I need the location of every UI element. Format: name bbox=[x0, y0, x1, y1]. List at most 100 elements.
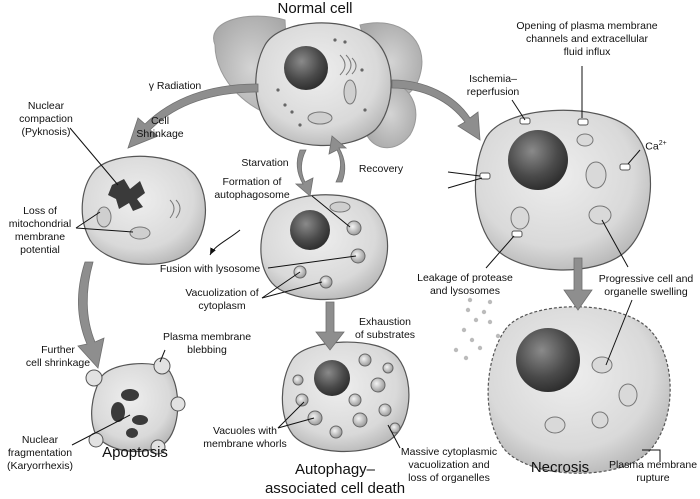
label-further-shrinkage-line1: Further bbox=[41, 344, 75, 356]
label-leakage-line2: and lysosomes bbox=[429, 285, 501, 297]
label-cell-shrinkage-line1: Cell bbox=[150, 115, 170, 127]
label-calcium: Ca2+ bbox=[636, 137, 676, 154]
shrinking-cell-er bbox=[169, 199, 181, 219]
pointer-mito bbox=[75, 211, 101, 229]
ruptured-cell-group bbox=[453, 297, 671, 474]
apoptotic-cell-body bbox=[91, 362, 179, 453]
label-formation-line1: Formation of bbox=[222, 176, 282, 188]
label-nuclear-compaction-line2: compaction bbox=[19, 113, 73, 125]
pointer-whorls bbox=[277, 401, 305, 429]
label-vacuoles-whorls-line2: membrane whorls bbox=[203, 438, 287, 450]
label-vacuoles-whorls-line1: Vacuoles with bbox=[212, 425, 277, 437]
title-apoptosis: Apoptosis bbox=[102, 444, 168, 461]
label-further-shrinkage-line2: cell shrinkage bbox=[25, 357, 91, 369]
label-progressive-line2: organelle swelling bbox=[604, 286, 688, 298]
autophagosome bbox=[319, 275, 333, 289]
autophagy-mid-mitochondrion bbox=[329, 201, 351, 213]
label-loss-mito-line1: Loss of bbox=[23, 205, 57, 217]
pointer-influx bbox=[447, 171, 481, 177]
pointer-blebbing bbox=[159, 349, 166, 363]
label-loss-mito-line2: mitochondrial bbox=[8, 218, 72, 230]
nuclear-fragment bbox=[111, 402, 125, 422]
arrow-to-further-shrinkage bbox=[77, 261, 105, 369]
label-rupture-line1: Plasma membrane bbox=[608, 459, 698, 471]
pointer-mito bbox=[75, 227, 134, 233]
label-opening-pm-line3: fluid influx bbox=[563, 46, 611, 58]
membrane-bleb bbox=[153, 357, 171, 375]
swollen-mitochondrion bbox=[585, 161, 607, 189]
swollen-mitochondrion bbox=[588, 205, 612, 225]
pyknotic-nucleus bbox=[108, 179, 145, 211]
ruptured-organelle bbox=[544, 416, 566, 434]
pointer-progressive bbox=[601, 219, 629, 268]
swelling-cell-body bbox=[474, 109, 652, 271]
apoptotic-cell-group bbox=[85, 357, 186, 455]
ruptured-organelle bbox=[591, 356, 613, 374]
arrow-to-shrinkage bbox=[127, 83, 259, 149]
label-massive-line2: vacuolization and bbox=[408, 459, 490, 471]
normal-cell-mitochondrion bbox=[307, 111, 333, 125]
ruptured-cell-body bbox=[487, 306, 671, 474]
normal-cell-body bbox=[255, 22, 392, 147]
label-fusion-lysosome: Fusion with lysosome bbox=[159, 263, 261, 275]
label-gamma-radiation: γ Radiation bbox=[148, 80, 202, 92]
membrane-channels bbox=[479, 117, 631, 238]
nuclear-fragment bbox=[126, 428, 138, 438]
autophagy-late-cell-group bbox=[281, 341, 410, 453]
label-leakage-line1: Leakage of protease bbox=[417, 272, 513, 284]
arrow-to-necrosis bbox=[391, 79, 481, 141]
label-ischemia-line1: Ischemia– bbox=[469, 73, 517, 85]
ruptured-cell-nucleus bbox=[516, 328, 580, 392]
pointer-formation bbox=[209, 229, 241, 256]
swollen-mitochondrion bbox=[576, 133, 594, 147]
label-vacuolization-line2: cytoplasm bbox=[198, 300, 246, 312]
swollen-mitochondrion bbox=[510, 206, 530, 230]
pointer-influx bbox=[447, 177, 483, 189]
membrane-bleb bbox=[170, 396, 186, 412]
label-ischemia-line2: reperfusion bbox=[466, 86, 520, 98]
normal-cell-granules bbox=[276, 38, 367, 127]
pointer-swelling-2 bbox=[605, 299, 633, 366]
label-massive-line1: Massive cytoplasmic bbox=[400, 446, 498, 458]
label-vacuolization-line1: Vacuolization of bbox=[185, 287, 259, 299]
label-formation-line2: autophagosome bbox=[214, 189, 290, 201]
label-blebbing-line2: blebbing bbox=[187, 344, 227, 356]
shrinking-cell-body bbox=[81, 155, 207, 265]
pointer-fusion bbox=[267, 255, 357, 269]
label-calcium-base: Ca bbox=[645, 140, 659, 153]
pointer-massive bbox=[387, 424, 401, 449]
autophagosome bbox=[346, 220, 362, 236]
swelling-cell-group bbox=[474, 109, 652, 271]
normal-cell-er bbox=[339, 54, 357, 76]
label-exhaustion-line2: of substrates bbox=[354, 329, 416, 341]
title-autophagy-line1: Autophagy– bbox=[294, 461, 376, 478]
label-nuclear-frag-line1: Nuclear bbox=[21, 434, 59, 446]
label-loss-mito-line4: potential bbox=[20, 244, 60, 256]
label-nuclear-frag-line2: fragmentation bbox=[7, 447, 73, 459]
pointer-whorls bbox=[277, 417, 315, 429]
label-starvation: Starvation bbox=[241, 157, 289, 169]
autophagic-vacuoles bbox=[292, 353, 401, 439]
label-nuclear-frag-line3: (Karyorrhexis) bbox=[7, 460, 73, 472]
pathway-arrows bbox=[77, 79, 593, 369]
nuclear-fragment bbox=[132, 415, 148, 425]
nuclear-fragment bbox=[121, 389, 139, 401]
label-blebbing-line1: Plasma membrane bbox=[162, 331, 252, 343]
membrane-bleb bbox=[85, 369, 103, 387]
normal-cell-group bbox=[213, 15, 423, 149]
shrunken-mitochondrion bbox=[129, 226, 151, 240]
pointer-ischemia bbox=[511, 99, 526, 121]
autophagy-mid-nucleus bbox=[290, 210, 330, 250]
label-rupture-line2: rupture bbox=[636, 472, 670, 484]
label-loss-mito-line3: membrane bbox=[14, 231, 66, 243]
title-necrosis: Necrosis bbox=[530, 459, 590, 476]
ruptured-organelle bbox=[591, 411, 609, 429]
normal-cell-mitochondrion bbox=[343, 79, 357, 105]
label-progressive-line1: Progressive cell and bbox=[598, 273, 694, 285]
title-autophagy-line2: associated cell death bbox=[264, 480, 406, 497]
label-opening-pm-line1: Opening of plasma membrane bbox=[516, 20, 658, 32]
autophagy-mid-cell-group bbox=[260, 194, 389, 301]
autophagosome bbox=[350, 248, 366, 264]
